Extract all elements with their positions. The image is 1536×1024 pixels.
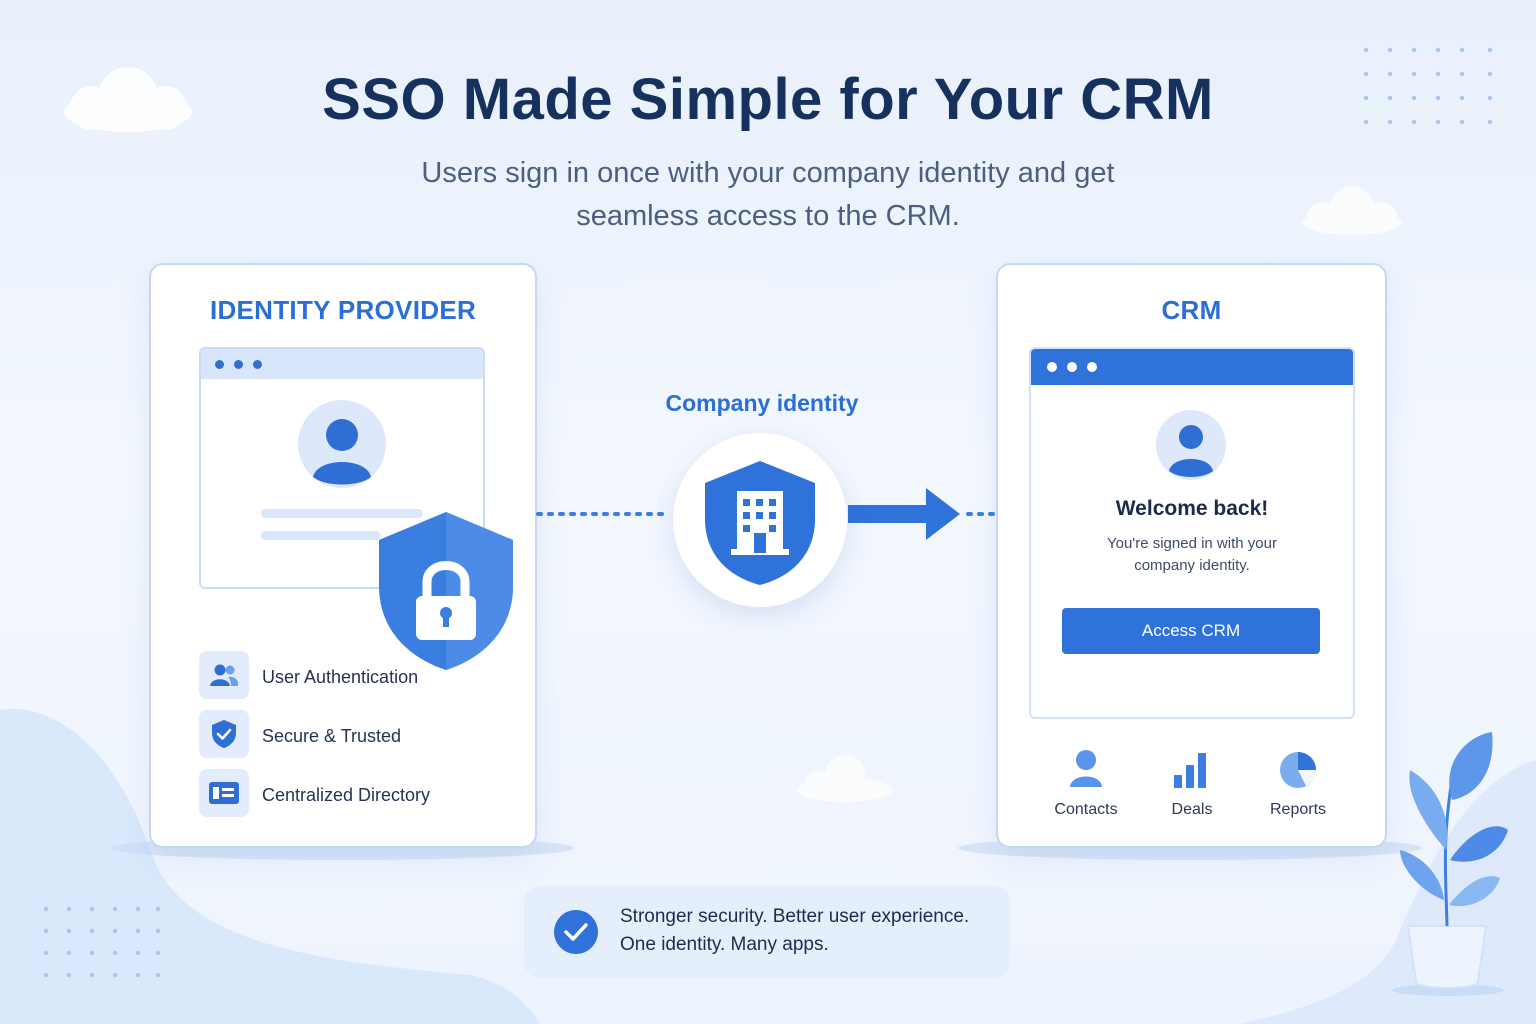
window-dot bbox=[1047, 362, 1057, 372]
window-dot bbox=[253, 360, 262, 369]
crm-card: CRM Welcome back! You're signed in with … bbox=[996, 263, 1387, 848]
page-subtitle: Users sign in once with your company ide… bbox=[318, 152, 1218, 238]
welcome-message: You're signed in with your company ident… bbox=[1031, 533, 1353, 577]
shield-lock-icon bbox=[379, 512, 513, 670]
cloud-top-right bbox=[1302, 186, 1402, 235]
idp-window-titlebar bbox=[201, 349, 483, 379]
plant-illustration bbox=[1392, 732, 1508, 996]
check-circle-icon bbox=[554, 910, 598, 954]
window-dot bbox=[1087, 362, 1097, 372]
tagline-line-2: One identity. Many apps. bbox=[620, 934, 829, 955]
username-placeholder-bar bbox=[261, 509, 423, 518]
app-label-deals: Deals bbox=[1171, 801, 1213, 818]
identity-provider-card: IDENTITY PROVIDER User Authenticat bbox=[149, 263, 537, 848]
window-dot bbox=[1067, 362, 1077, 372]
feature-label-authentication: User Authentication bbox=[262, 667, 419, 687]
crm-window: Welcome back! You're signed in with your… bbox=[1029, 347, 1355, 719]
window-dot bbox=[215, 360, 224, 369]
dot-grid-top-right bbox=[1363, 47, 1493, 125]
idp-avatar-icon bbox=[298, 400, 386, 488]
tagline-line-1: Stronger security. Better user experienc… bbox=[620, 906, 970, 927]
app-label-contacts: Contacts bbox=[1054, 801, 1118, 818]
feature-label-secure: Secure & Trusted bbox=[262, 726, 402, 746]
tagline-box: Stronger security. Better user experienc… bbox=[524, 886, 1010, 978]
tagline-text: Stronger security. Better user experienc… bbox=[620, 903, 1000, 959]
person-icon bbox=[1070, 750, 1102, 787]
cloud-top-left bbox=[64, 67, 192, 132]
id-card-icon bbox=[199, 769, 249, 817]
page-title: SSO Made Simple for Your CRM bbox=[322, 67, 1214, 132]
cloud-center bbox=[797, 755, 893, 802]
company-identity-hub bbox=[673, 433, 847, 607]
app-label-reports: Reports bbox=[1269, 801, 1327, 818]
crm-avatar-icon bbox=[1156, 410, 1226, 480]
users-icon bbox=[199, 651, 249, 699]
identity-provider-title: IDENTITY PROVIDER bbox=[209, 295, 477, 325]
crm-window-titlebar bbox=[1031, 349, 1353, 385]
crm-title: CRM bbox=[1161, 295, 1222, 325]
subtitle-line-1: Users sign in once with your company ide… bbox=[421, 157, 1115, 189]
welcome-message-line-2: company identity. bbox=[1134, 557, 1250, 574]
feature-label-directory: Centralized Directory bbox=[262, 785, 431, 805]
welcome-title: Welcome back! bbox=[1115, 497, 1269, 520]
access-crm-button[interactable]: Access CRM bbox=[1062, 608, 1320, 654]
bar-chart-icon bbox=[1174, 753, 1206, 788]
company-identity-label: Company identity bbox=[665, 390, 859, 416]
pie-chart-icon bbox=[1280, 752, 1316, 788]
subtitle-line-2: seamless access to the CRM. bbox=[576, 200, 960, 232]
dot-grid-bottom-left bbox=[43, 906, 161, 978]
window-dot bbox=[234, 360, 243, 369]
shield-check-icon bbox=[199, 710, 249, 758]
shield-building-icon bbox=[705, 461, 815, 585]
welcome-message-line-1: You're signed in with your bbox=[1107, 535, 1277, 552]
password-placeholder-bar bbox=[261, 531, 381, 540]
